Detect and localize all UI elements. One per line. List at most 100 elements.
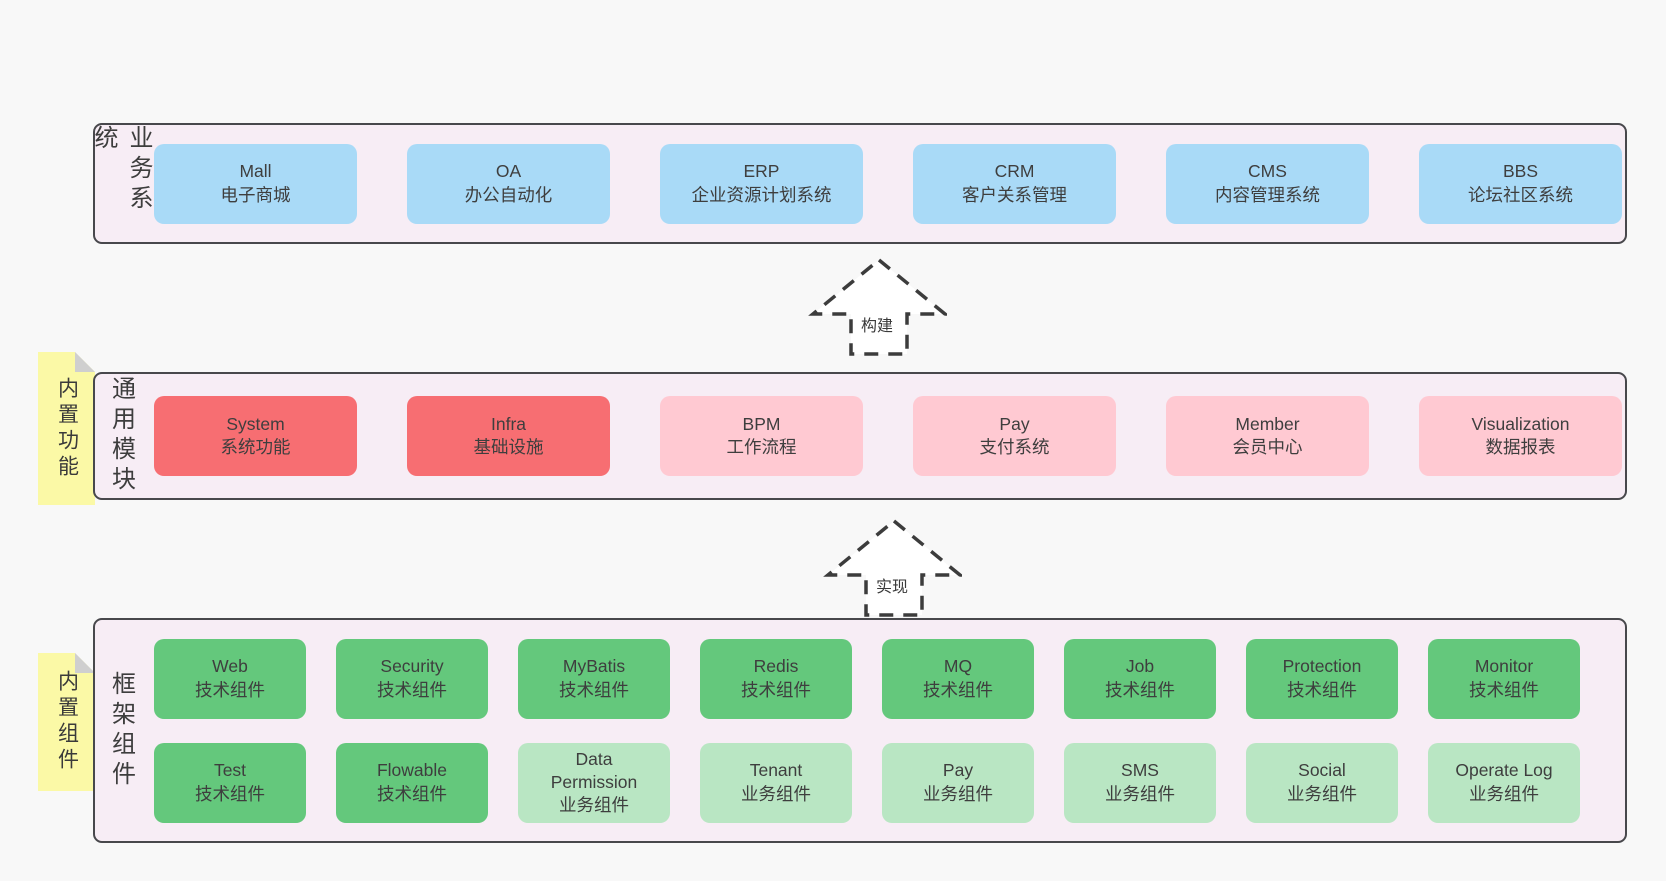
arrow-outline bbox=[823, 518, 962, 617]
box-title: Mall bbox=[239, 161, 272, 182]
arrow-outline bbox=[808, 257, 947, 356]
box-title: Monitor bbox=[1474, 656, 1534, 677]
box-infra: Infra 基础设施 bbox=[407, 396, 610, 476]
box-subtitle: 客户关系管理 bbox=[962, 184, 1067, 205]
box-subtitle: 技术组件 bbox=[195, 679, 265, 700]
box-title: Job bbox=[1125, 656, 1155, 677]
layer-label-text: 框架组件 bbox=[107, 670, 135, 791]
box-pay: Pay 支付系统 bbox=[913, 396, 1116, 476]
arrow-implement: 实现 bbox=[822, 518, 962, 618]
box-subtitle: 内容管理系统 bbox=[1215, 184, 1320, 205]
box-subtitle: 电子商城 bbox=[220, 184, 291, 205]
box-title: Flowable bbox=[376, 760, 448, 781]
sticky-note-label: 内置功能 bbox=[55, 376, 79, 481]
box-subtitle: 数据报表 bbox=[1485, 437, 1556, 457]
box-subtitle: 技术组件 bbox=[1287, 679, 1357, 700]
box-subtitle: 办公自动化 bbox=[464, 184, 553, 205]
box-title: BBS bbox=[1502, 161, 1539, 182]
box-subtitle: 技术组件 bbox=[377, 679, 447, 700]
box-title: MQ bbox=[943, 656, 973, 677]
box-title: System bbox=[226, 413, 285, 434]
box-title: Pay bbox=[999, 413, 1030, 434]
box-subtitle: 技术组件 bbox=[559, 679, 629, 700]
box-title: SMS bbox=[1121, 760, 1159, 781]
box-title: MyBatis bbox=[562, 656, 626, 677]
arrow-build: 构建 bbox=[807, 257, 947, 357]
sticky-note-builtin-components: 内置组件 bbox=[38, 653, 95, 791]
sticky-note-label: 内置组件 bbox=[55, 670, 79, 774]
box-title: Test bbox=[213, 760, 247, 781]
folded-corner-icon bbox=[75, 653, 95, 673]
layer-label: 框架组件 bbox=[95, 620, 147, 841]
box-title: Security bbox=[380, 656, 444, 677]
box-title: Operate Log bbox=[1455, 760, 1553, 781]
box-title: Protection bbox=[1282, 656, 1362, 677]
box-title: Redis bbox=[753, 656, 799, 677]
box-subtitle: 论坛社区系统 bbox=[1468, 184, 1573, 205]
box-subtitle: 技术组件 bbox=[1469, 679, 1539, 700]
box-subtitle: 系统功能 bbox=[220, 437, 291, 457]
layer-label-text: 通用模块 bbox=[107, 376, 135, 496]
box-title: Web bbox=[212, 656, 248, 677]
arrow-label: 实现 bbox=[873, 573, 911, 597]
box-subtitle: 业务组件 bbox=[1105, 783, 1175, 804]
box-title: Infra bbox=[490, 413, 527, 434]
sticky-note-builtin-features: 内置功能 bbox=[38, 352, 95, 505]
box-title: Pay bbox=[942, 760, 974, 781]
box-subtitle: 技术组件 bbox=[195, 783, 265, 804]
arrow-label: 构建 bbox=[858, 312, 896, 336]
fold-shade bbox=[75, 653, 95, 673]
box-title: Member bbox=[1235, 413, 1300, 434]
box-data-permission: Data Permission 业务组件 bbox=[518, 742, 670, 823]
box-title: Data Permission bbox=[550, 748, 638, 792]
box-subtitle: 技术组件 bbox=[1105, 679, 1175, 700]
arrow-up-icon bbox=[808, 257, 947, 356]
box-subtitle: 业务组件 bbox=[741, 783, 811, 804]
folded-corner-icon bbox=[75, 352, 95, 372]
box-title: CMS bbox=[1248, 161, 1287, 182]
box-visualization: Visualization 数据报表 bbox=[1419, 396, 1622, 476]
box-subtitle: 技术组件 bbox=[923, 679, 993, 700]
box-subtitle: 技术组件 bbox=[377, 783, 447, 804]
box-title: Social bbox=[1298, 760, 1346, 781]
box-subtitle: 业务组件 bbox=[923, 783, 993, 804]
box-title: OA bbox=[495, 161, 522, 182]
fold-shade bbox=[75, 352, 95, 372]
layer-label: 业务系统 bbox=[90, 125, 152, 242]
arrow-up-icon bbox=[823, 518, 962, 617]
box-subtitle: 支付系统 bbox=[979, 437, 1050, 457]
box-subtitle: 业务组件 bbox=[1469, 783, 1539, 804]
box-system: System 系统功能 bbox=[154, 396, 357, 476]
box-subtitle: 基础设施 bbox=[473, 437, 544, 457]
box-title: ERP bbox=[743, 161, 780, 182]
box-title: Visualization bbox=[1471, 413, 1570, 434]
box-subtitle: 企业资源计划系统 bbox=[691, 184, 832, 205]
layer-label-text: 业务系统 bbox=[90, 125, 152, 215]
box-subtitle: 业务组件 bbox=[559, 795, 629, 816]
